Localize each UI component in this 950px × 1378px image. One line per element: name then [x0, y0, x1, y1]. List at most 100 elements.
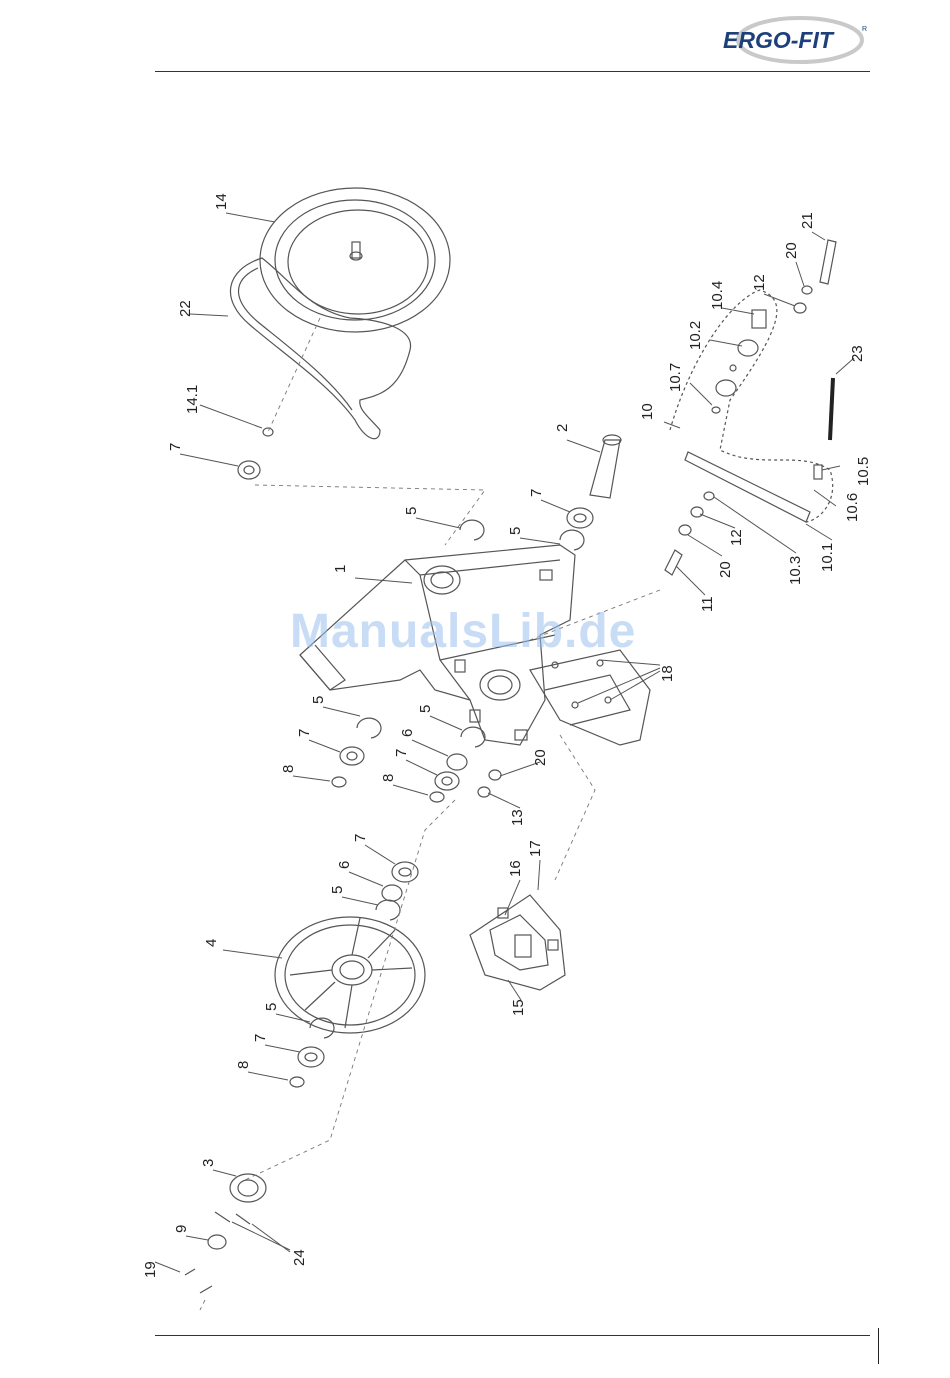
svg-text:7: 7: [393, 749, 410, 757]
svg-text:7: 7: [296, 729, 313, 737]
callout-3: 3: [200, 1159, 236, 1176]
drive-belt: [230, 258, 410, 439]
callout-5-left: 5: [310, 696, 360, 716]
svg-text:17: 17: [527, 840, 544, 857]
svg-text:5: 5: [329, 886, 346, 894]
washer-12-upper: [794, 303, 806, 313]
svg-text:20: 20: [717, 561, 734, 578]
circlip-5-top: [460, 520, 484, 540]
callout-22: 22: [177, 300, 228, 317]
svg-text:7: 7: [167, 443, 184, 451]
bearing-7-top: [238, 461, 260, 479]
svg-text:5: 5: [507, 527, 524, 535]
ring-8-wheel: [290, 1077, 304, 1087]
callout-8-wheel: 8: [235, 1061, 288, 1080]
callout-21: 21: [799, 212, 825, 240]
callout-7-left: 7: [296, 729, 340, 752]
svg-text:22: 22: [177, 300, 194, 317]
washer-20-upper: [802, 286, 812, 294]
svg-text:3: 3: [200, 1159, 217, 1167]
callout-18: 18: [578, 660, 676, 703]
callout-20-centre: 20: [500, 749, 549, 776]
circlip-5-wheel: [310, 1018, 334, 1038]
bearing-7-left: [340, 747, 364, 765]
bearing-7-wheel: [298, 1047, 324, 1067]
callout-1: 1: [332, 565, 412, 583]
svg-text:5: 5: [403, 507, 420, 515]
svg-text:14.1: 14.1: [184, 385, 201, 414]
svg-text:10.2: 10.2: [687, 321, 704, 350]
pin: [820, 240, 836, 284]
svg-text:7: 7: [252, 1034, 269, 1042]
spacer-6-low: [382, 885, 402, 901]
svg-text:20: 20: [783, 242, 800, 259]
callout-7-top: 7: [167, 443, 238, 466]
circlip-14-1: [263, 428, 273, 436]
callout-5-right: 5: [507, 527, 560, 544]
callout-8-left: 8: [280, 765, 330, 781]
callout-24: 24: [232, 1222, 308, 1266]
svg-text:6: 6: [336, 861, 353, 869]
callout-5-mid: 5: [417, 705, 462, 730]
callout-7-mid: 7: [393, 749, 437, 775]
svg-text:20: 20: [532, 749, 549, 766]
svg-text:14: 14: [213, 193, 230, 210]
callout-23: 23: [836, 345, 866, 374]
bearing-7-low: [392, 862, 418, 882]
callout-5-low: 5: [329, 886, 378, 905]
svg-text:21: 21: [799, 212, 816, 229]
svg-text:1: 1: [332, 565, 349, 573]
svg-text:5: 5: [417, 705, 434, 713]
screw-19: [185, 1269, 212, 1293]
svg-text:10.1: 10.1: [819, 543, 836, 572]
callout-2: 2: [554, 424, 600, 452]
pulley-wheel: [275, 917, 425, 1033]
seat-bracket: [470, 895, 565, 990]
callout-5-top: 5: [403, 507, 460, 528]
svg-text:15: 15: [510, 999, 527, 1016]
callout-4: 4: [203, 939, 282, 958]
ring-8-left: [332, 777, 346, 787]
svg-text:18: 18: [659, 665, 676, 682]
pedal-pin: [665, 550, 682, 575]
callout-20-upper: 20: [783, 242, 804, 286]
callout-14-1: 14.1: [184, 385, 262, 428]
callout-7-wheel: 7: [252, 1034, 300, 1052]
callout-6-low: 6: [336, 861, 383, 886]
svg-text:6: 6: [399, 729, 416, 737]
callout-12-lower: 12: [700, 514, 745, 546]
callout-19: 19: [142, 1261, 180, 1278]
circlip-5-low: [376, 900, 400, 920]
callout-10-1: 10.1: [806, 524, 836, 572]
flywheel: [260, 188, 450, 332]
svg-text:24: 24: [291, 1249, 308, 1266]
callout-13: 13: [488, 793, 526, 826]
washer-12-lower: [691, 507, 703, 517]
svg-text:7: 7: [352, 834, 369, 842]
svg-text:5: 5: [263, 1003, 280, 1011]
svg-text:16: 16: [507, 860, 524, 877]
svg-text:11: 11: [699, 596, 716, 612]
bearing-7-mid: [435, 772, 459, 790]
svg-text:4: 4: [203, 939, 220, 947]
washer-20-lower: [679, 525, 691, 535]
circlip-5-mid: [461, 727, 485, 747]
washer-20-centre: [489, 770, 501, 780]
assembly-lines: [200, 318, 660, 1310]
svg-text:12: 12: [728, 529, 745, 546]
svg-text:19: 19: [142, 1261, 159, 1278]
svg-text:10.6: 10.6: [844, 493, 861, 522]
threaded-rod: [830, 378, 833, 440]
svg-text:10.4: 10.4: [709, 281, 726, 310]
circlip-5-left: [357, 718, 381, 738]
svg-text:10: 10: [639, 403, 656, 420]
watermark: ManualsLib.de: [290, 604, 636, 659]
svg-text:13: 13: [509, 809, 526, 826]
svg-text:7: 7: [528, 489, 545, 497]
ring-8-mid: [430, 792, 444, 802]
svg-text:9: 9: [173, 1225, 190, 1233]
svg-text:10.3: 10.3: [787, 556, 804, 585]
callout-11: 11: [676, 566, 716, 612]
callout-10-2: 10.2: [687, 321, 742, 350]
